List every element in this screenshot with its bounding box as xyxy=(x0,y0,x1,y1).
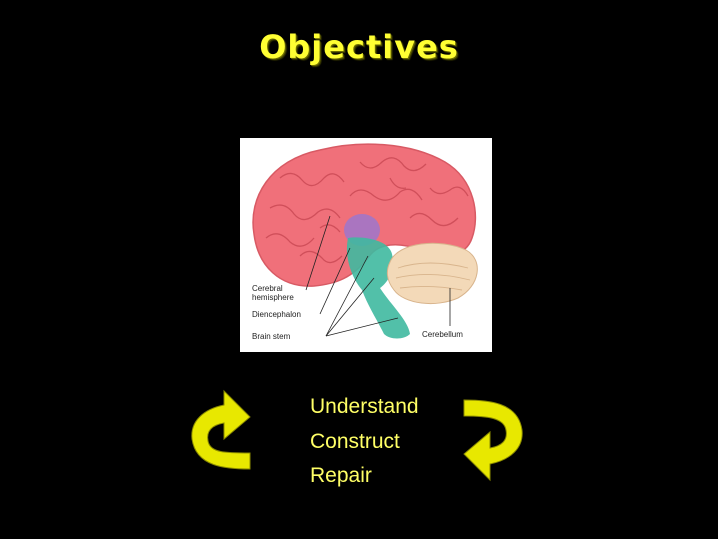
gyri-lines xyxy=(265,157,469,264)
objective-item-construct: Construct xyxy=(310,429,400,453)
label-cerebral-hemisphere: Cerebral hemisphere xyxy=(252,284,294,302)
label-brain-stem: Brain stem xyxy=(252,332,291,341)
cerebellum-lines xyxy=(395,262,471,291)
brain-diagram: Cerebral hemisphere Diencephalon Brain s… xyxy=(240,138,492,352)
brain-illustration xyxy=(252,143,478,339)
label-diencephalon: Diencephalon xyxy=(252,310,301,319)
leader-lines xyxy=(305,215,451,337)
objective-item-understand: Understand xyxy=(310,395,419,418)
objectives-list: Understand Construct Repair xyxy=(310,390,419,494)
slide-title: Objectives xyxy=(259,28,459,66)
cerebellum-shape xyxy=(386,242,478,304)
label-cerebellum: Cerebellum xyxy=(422,330,463,339)
objective-item-repair: Repair xyxy=(310,464,372,487)
curved-arrow-right-icon xyxy=(463,399,523,482)
brain-stem-shape xyxy=(346,237,410,339)
curved-arrow-left-icon xyxy=(191,389,251,470)
